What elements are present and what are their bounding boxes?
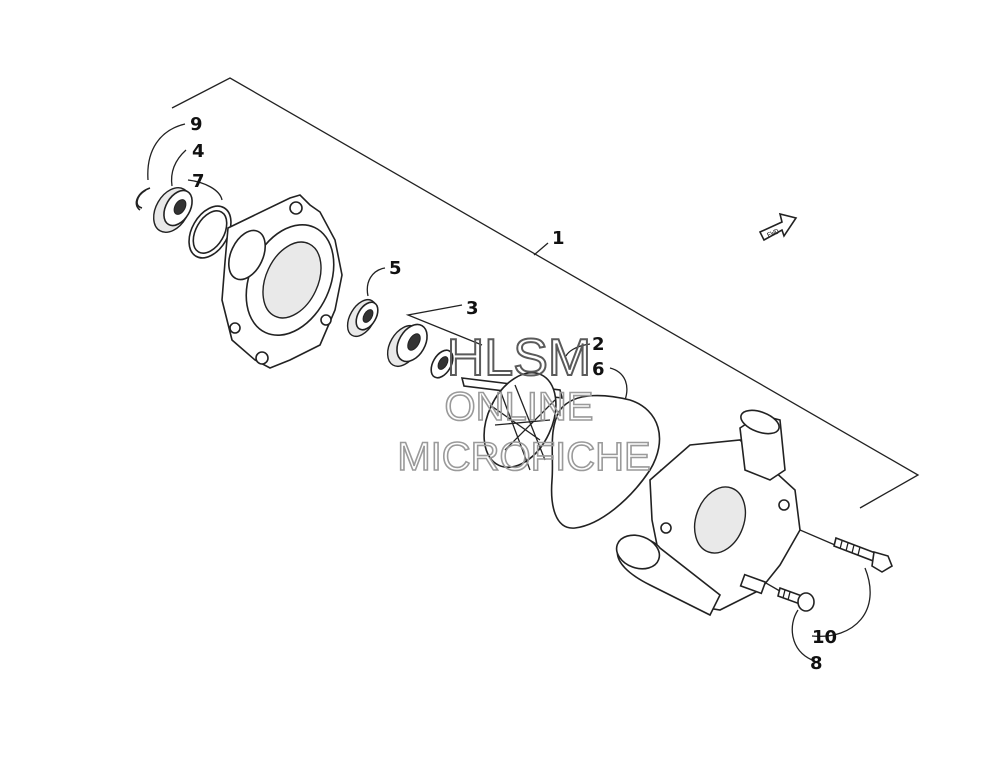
pump-cover-part: [221, 194, 343, 369]
callout-labels: 1 2 3 4 5 6 7 8 9 10: [190, 114, 837, 674]
callout-4: 4: [192, 141, 205, 162]
seal-part-2: [430, 349, 454, 379]
watermark-line-3: MICROFICHE: [397, 435, 650, 479]
o-ring-part-7: [188, 205, 232, 259]
watermark-line-2: ONLINE: [445, 385, 594, 429]
retaining-clip-part: [135, 187, 151, 211]
callout-7: 7: [192, 171, 205, 192]
assembly-bracket-line: [171, 77, 920, 509]
callout-8: 8: [810, 653, 823, 674]
watermark: HLSM ONLINE MICROFICHE: [397, 328, 652, 480]
fwd-arrow-icon: FWD: [758, 212, 798, 242]
mechanical-seal-part-3: [386, 323, 428, 367]
bearing-part-5: [346, 298, 379, 338]
pump-housing-part: [615, 409, 801, 617]
bearing-part-4: [152, 187, 193, 233]
callout-2: 2: [592, 334, 605, 355]
callout-9: 9: [190, 114, 203, 135]
gasket-part-6: [550, 394, 661, 529]
callout-10: 10: [812, 627, 837, 648]
bolt-part-8: [777, 586, 815, 612]
callout-3: 3: [466, 298, 479, 319]
bolt-part-10: [833, 536, 893, 573]
callout-6: 6: [592, 359, 605, 380]
callout-5: 5: [389, 258, 402, 279]
callout-1: 1: [552, 228, 565, 249]
impeller-part: [460, 371, 564, 471]
watermark-line-1: HLSM: [447, 329, 591, 387]
